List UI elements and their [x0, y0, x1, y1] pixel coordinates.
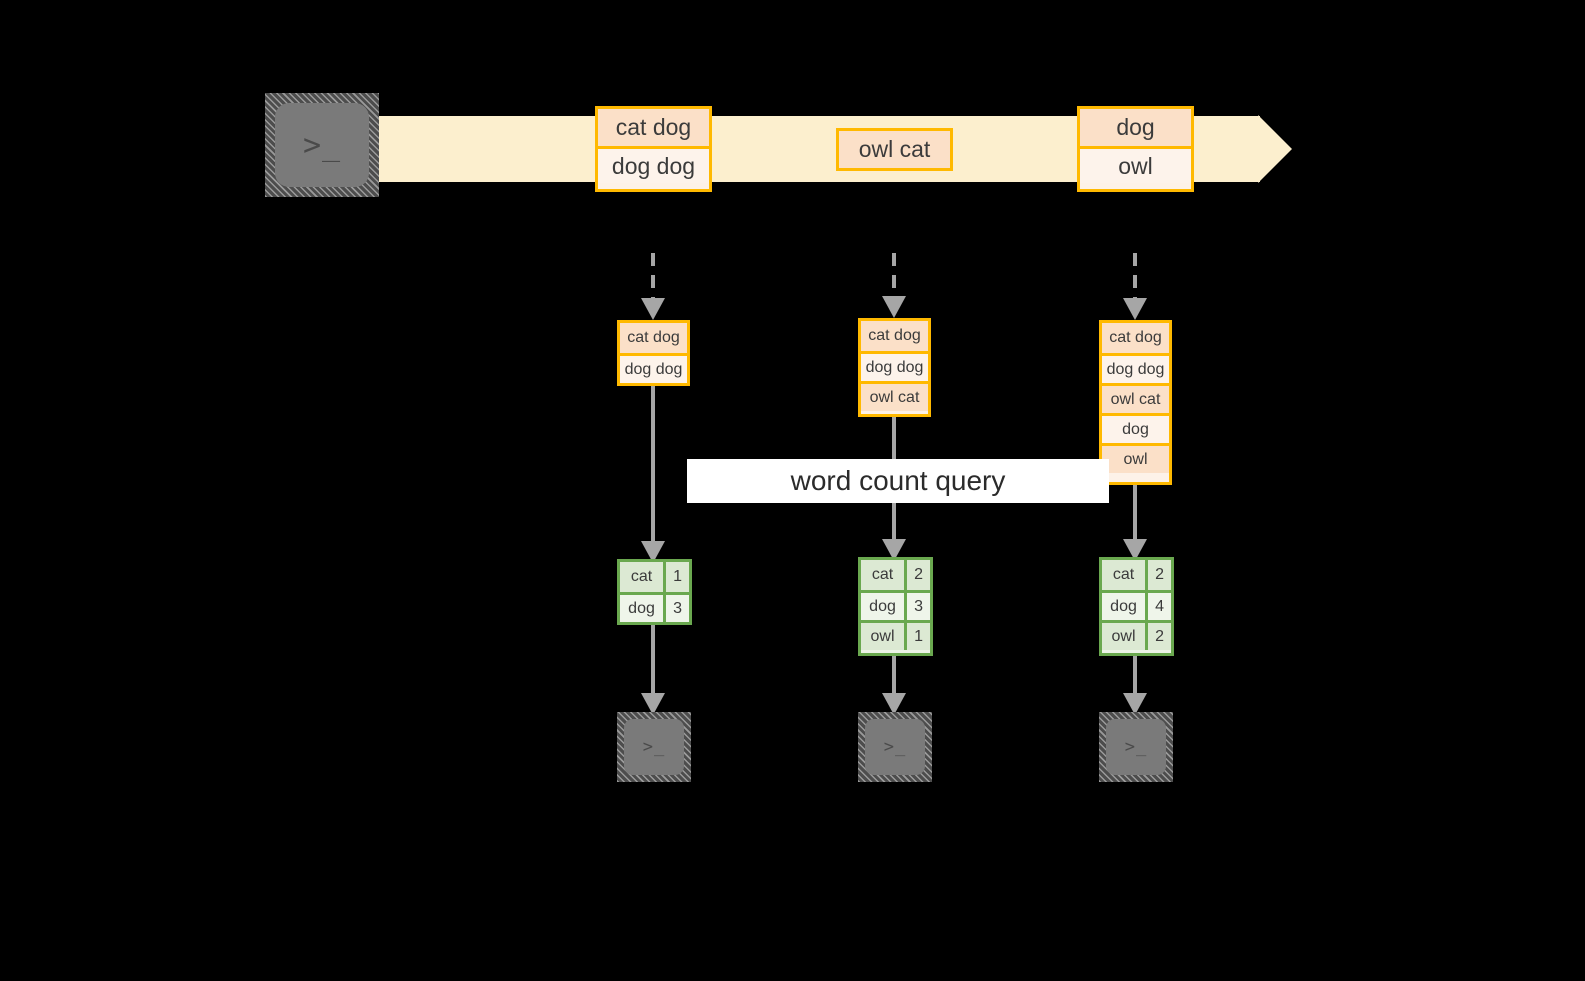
query-label: word count query [687, 459, 1109, 503]
snapshot-line: cat dog [861, 321, 928, 351]
arrow-result-to-sink-2 [882, 656, 906, 715]
result-word: cat [620, 562, 664, 592]
result-count: 3 [663, 595, 689, 622]
arrow-stream-to-snapshot-3 [1123, 253, 1147, 320]
table-row: owl 2 [1102, 620, 1171, 650]
snapshot-line: owl cat [1102, 383, 1169, 413]
record-line: owl [1080, 146, 1191, 183]
terminal-prompt-glyph: >_ [642, 737, 666, 757]
record-group-3[interactable]: dog owl [1077, 106, 1194, 192]
snapshot-line: owl cat [861, 381, 928, 411]
terminal-prompt-glyph: >_ [1124, 737, 1148, 757]
snapshot-line: dog dog [1102, 353, 1169, 383]
result-count: 1 [904, 623, 930, 650]
terminal-screen [275, 103, 369, 187]
snapshot-line: dog dog [861, 351, 928, 381]
arrow-result-to-sink-3 [1123, 656, 1147, 715]
snapshot-1[interactable]: cat dog dog dog [617, 320, 690, 386]
snapshot-line: dog dog [620, 353, 687, 383]
record-line: dog dog [598, 146, 709, 183]
arrow-snapshot-to-result-3 [1123, 485, 1147, 561]
record-group-2[interactable]: owl cat [836, 128, 953, 171]
sink-terminal-1[interactable]: >_ [617, 712, 691, 782]
terminal-prompt-glyph: >_ [883, 737, 907, 757]
result-word: cat [861, 560, 905, 590]
result-word: dog [1102, 593, 1146, 620]
result-count: 2 [1145, 623, 1171, 650]
table-row: owl 1 [861, 620, 930, 650]
record-line: cat dog [598, 109, 709, 146]
snapshot-line: cat dog [1102, 323, 1169, 353]
result-count: 3 [904, 593, 930, 620]
result-word: owl [1102, 623, 1146, 650]
snapshot-line: owl [1102, 443, 1169, 473]
table-row: cat 2 [861, 560, 930, 590]
record-line: owl cat [839, 131, 950, 168]
terminal-screen [1106, 719, 1166, 775]
arrow-stream-to-snapshot-2 [882, 253, 906, 318]
snapshot-3[interactable]: cat dog dog dog owl cat dog owl [1099, 320, 1172, 485]
result-count: 2 [1145, 560, 1171, 590]
result-count: 1 [663, 562, 689, 592]
sink-terminal-3[interactable]: >_ [1099, 712, 1173, 782]
terminal-screen [624, 719, 684, 775]
result-word: owl [861, 623, 905, 650]
stream-arrowhead [1258, 115, 1292, 183]
record-group-1[interactable]: cat dog dog dog [595, 106, 712, 192]
result-2[interactable]: cat 2 dog 3 owl 1 [858, 557, 933, 656]
snapshot-line: dog [1102, 413, 1169, 443]
result-word: cat [1102, 560, 1146, 590]
result-word: dog [861, 593, 905, 620]
arrow-result-to-sink-1 [641, 625, 665, 715]
result-count: 2 [904, 560, 930, 590]
source-terminal-icon[interactable]: >_ [265, 93, 379, 197]
record-line: dog [1080, 109, 1191, 146]
arrow-stream-to-snapshot-1 [641, 253, 665, 320]
arrow-snapshot-to-result-1 [641, 386, 665, 563]
table-row: cat 2 [1102, 560, 1171, 590]
table-row: dog 3 [620, 592, 689, 622]
table-row: dog 4 [1102, 590, 1171, 620]
result-word: dog [620, 595, 664, 622]
result-1[interactable]: cat 1 dog 3 [617, 559, 692, 625]
snapshot-line: cat dog [620, 323, 687, 353]
terminal-prompt-glyph: >_ [302, 127, 342, 163]
table-row: cat 1 [620, 562, 689, 592]
result-count: 4 [1145, 593, 1171, 620]
sink-terminal-2[interactable]: >_ [858, 712, 932, 782]
terminal-screen [865, 719, 925, 775]
snapshot-2[interactable]: cat dog dog dog owl cat [858, 318, 931, 417]
table-row: dog 3 [861, 590, 930, 620]
result-3[interactable]: cat 2 dog 4 owl 2 [1099, 557, 1174, 656]
